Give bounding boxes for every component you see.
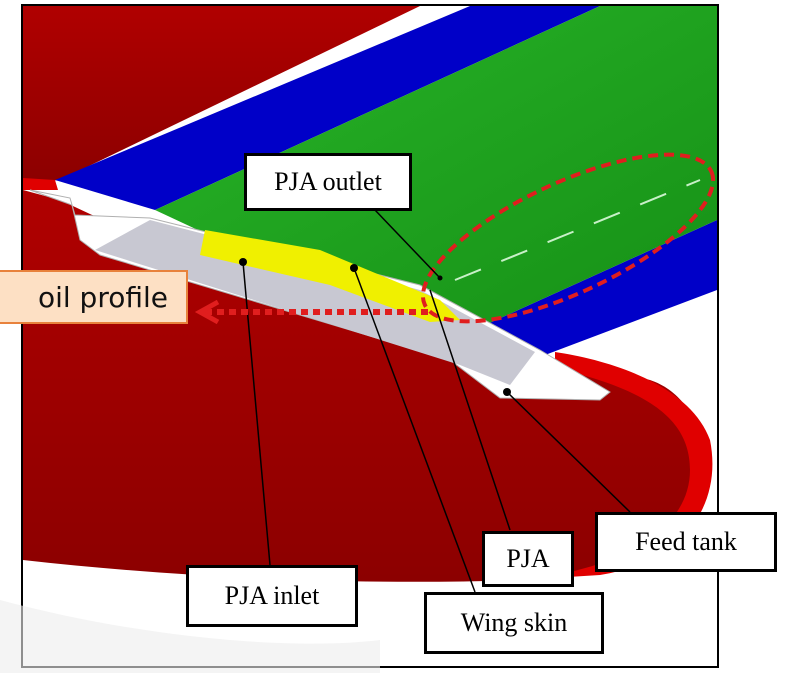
dot-pja-inlet — [239, 258, 247, 266]
label-pja: PJA — [482, 531, 574, 587]
dot-pja-outlet — [437, 275, 443, 281]
pja-inlet — [200, 230, 460, 322]
lower-wing-surface — [23, 190, 701, 582]
wing-tip-left — [23, 178, 58, 190]
background-watermark — [0, 600, 380, 673]
leader-feed-tank — [506, 391, 631, 513]
dot-feed-tank — [503, 388, 511, 396]
upper-wing-surface — [23, 6, 420, 182]
label-pja-outlet: PJA outlet — [244, 153, 412, 211]
label-wing-skin: Wing skin — [424, 592, 604, 654]
lower-edge-band — [485, 220, 717, 355]
leader-pja — [429, 289, 511, 531]
label-airfoil-profile: oil profile — [0, 270, 188, 324]
outlet-highlight-ellipse — [420, 152, 716, 324]
leader-pja-outlet — [374, 209, 441, 279]
label-pja-inlet: PJA inlet — [186, 565, 358, 627]
slot-line — [454, 179, 701, 281]
feed-tank-cavity — [95, 220, 535, 385]
profile-arrow-head — [194, 299, 220, 325]
leading-edge-band — [55, 6, 600, 210]
wing-edge-rim — [520, 352, 713, 580]
pja-surface — [155, 6, 717, 325]
label-feed-tank: Feed tank — [595, 512, 777, 572]
leader-wing-skin — [353, 267, 476, 593]
dot-wing-skin — [350, 264, 358, 272]
